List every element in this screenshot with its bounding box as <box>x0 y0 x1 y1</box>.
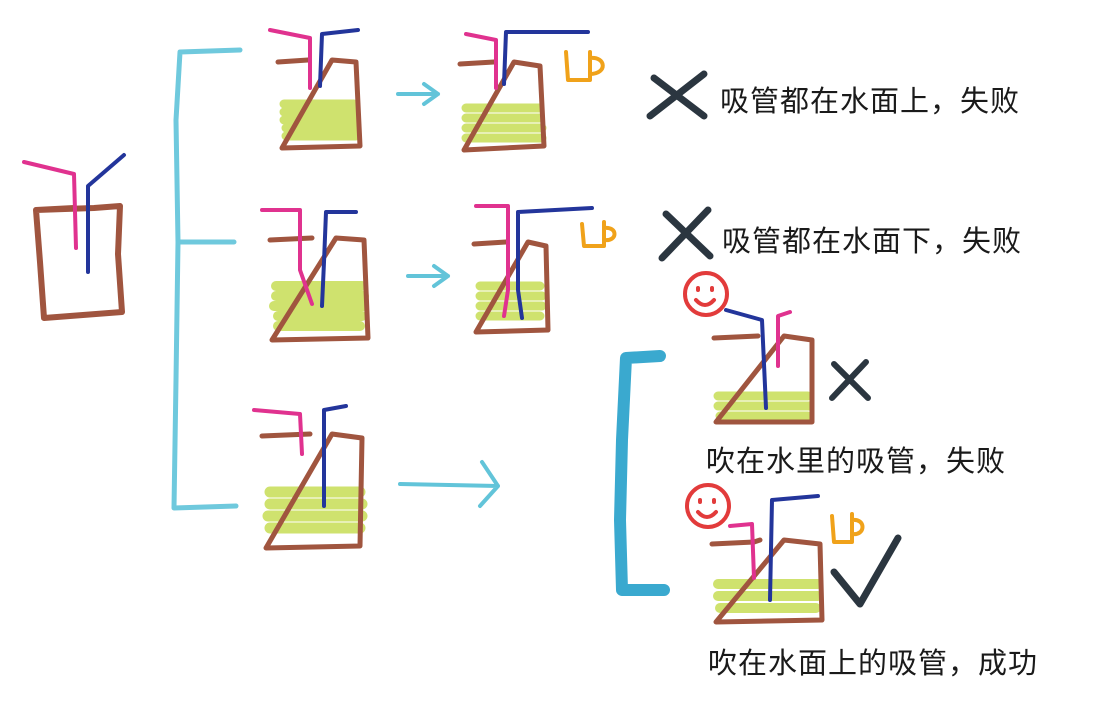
caption-blow-above-straw: 吹在水面上的吸管，成功 <box>708 646 1039 680</box>
branch-b-bottle <box>685 483 865 625</box>
straw-blue <box>318 28 360 88</box>
row2-after-bottle <box>471 204 617 335</box>
straw-blue <box>516 206 594 320</box>
straw-pink <box>268 28 312 90</box>
straw-pink <box>260 208 314 306</box>
cup-icon <box>830 512 865 544</box>
bottle-outline <box>711 333 815 425</box>
water-fill <box>279 99 361 141</box>
bottle-outline <box>275 57 363 151</box>
straw-blue <box>86 153 126 274</box>
straw-pink <box>252 408 304 456</box>
straw-blue <box>320 210 358 308</box>
left-bracket <box>171 47 243 511</box>
row1-arrow <box>396 82 440 106</box>
straw-blue <box>724 308 768 410</box>
bottle-outline <box>267 235 371 343</box>
branch-a-fail-mark-icon <box>829 359 871 401</box>
branch-b-success-check-icon <box>830 534 902 608</box>
caption-blow-water-straw: 吹在水里的吸管，失败 <box>706 444 1007 478</box>
caption-both-above-water: 吸管都在水面上，失败 <box>720 84 1021 118</box>
cup-icon <box>564 50 605 82</box>
row1-after-bottle <box>457 30 605 153</box>
smiley-icon <box>685 483 731 529</box>
row2-before-bottle <box>260 208 371 343</box>
row3-bottle <box>252 404 368 551</box>
bottle-outline <box>471 239 551 335</box>
row2-arrow <box>406 264 450 288</box>
row2-fail-mark-icon <box>658 206 714 262</box>
water-fill <box>262 486 368 534</box>
row1-before-bottle <box>268 28 363 151</box>
right-bracket <box>614 350 670 596</box>
cup-icon <box>580 220 617 248</box>
water-fill <box>461 103 547 143</box>
straw-pink <box>22 160 78 250</box>
row1-fail-mark-icon <box>646 70 708 120</box>
straw-pink <box>728 522 756 580</box>
straw-blue <box>322 404 348 508</box>
water-fill <box>269 281 369 331</box>
bottle-outline <box>457 59 547 153</box>
straw-blue <box>768 494 820 602</box>
straw-pink <box>474 204 510 318</box>
straw-blue <box>502 30 590 86</box>
straw-pink <box>464 32 498 90</box>
straw-pink <box>776 310 792 368</box>
caption-both-below-water: 吸管都在水面下，失败 <box>722 224 1023 258</box>
bottle-outline <box>33 203 125 321</box>
row3-arrow <box>398 460 500 508</box>
start-bottle <box>22 153 126 321</box>
branch-a-bottle <box>683 271 815 425</box>
smiley-icon <box>683 271 729 317</box>
